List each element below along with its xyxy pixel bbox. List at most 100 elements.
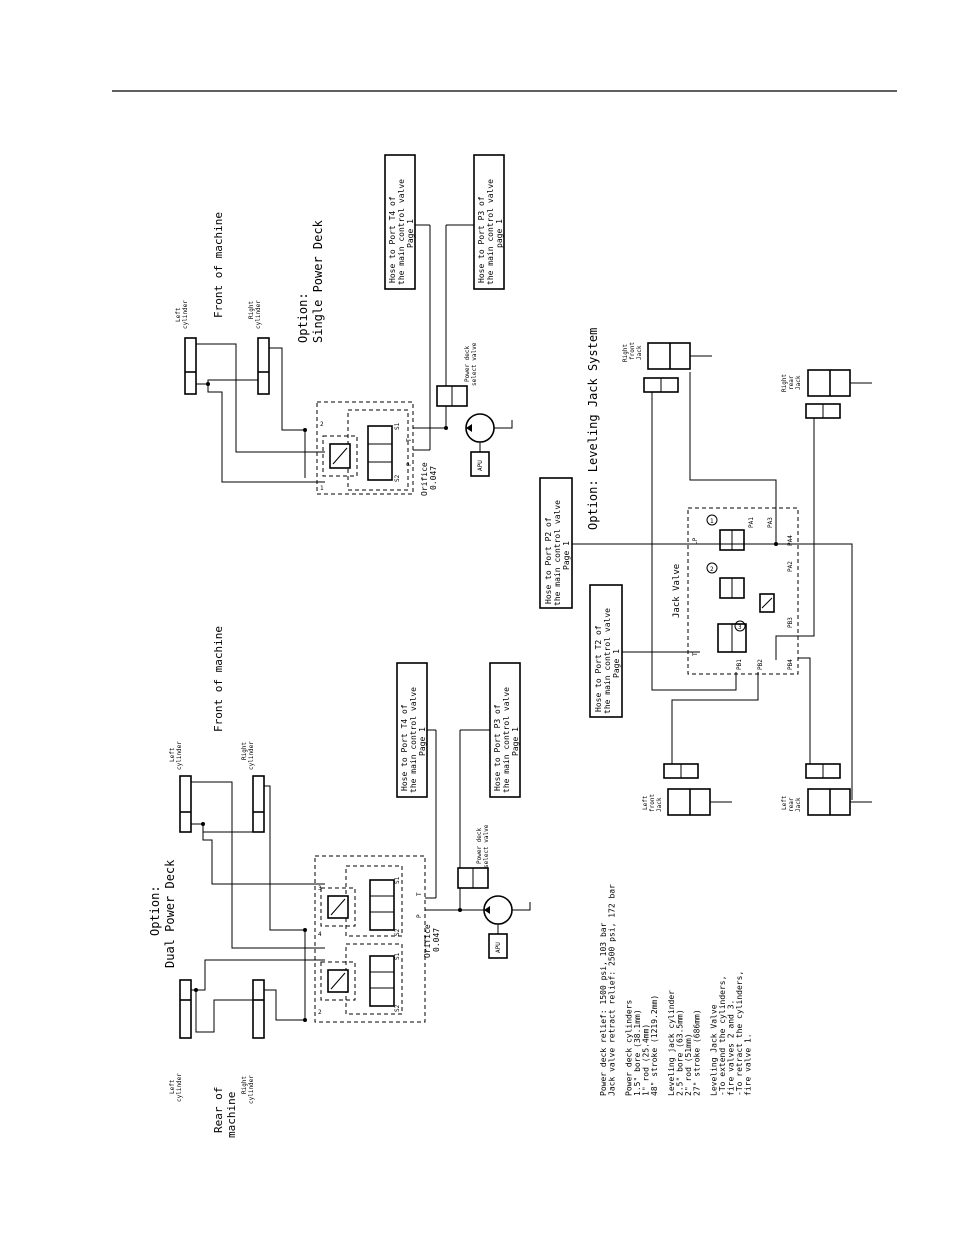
left-front-jack xyxy=(667,788,711,816)
single-port-p: P xyxy=(406,462,413,466)
right-rear-jack xyxy=(807,369,851,397)
dual-apu-label: APU xyxy=(495,942,502,953)
note-line: 1" rod (25.4mm) xyxy=(642,1024,651,1096)
note-line: -To retract the cylinders, xyxy=(735,971,744,1096)
dual-rear-left-cylinder-1: Left xyxy=(169,1079,176,1094)
dual-hose-t4-box: Hose to Port T4 of the main control valv… xyxy=(396,662,428,798)
dual-front-right-cylinder xyxy=(252,775,265,833)
left-rear-jack-1: Left xyxy=(781,795,788,810)
right-rear-jack-3: Jack xyxy=(795,375,802,390)
note-line: Leveling jack cylinder xyxy=(667,990,676,1096)
note-line: fire valves 2 and 3. xyxy=(727,1000,736,1096)
single-power-deck-circuit: Option: Single Power Deck Front of machi… xyxy=(175,212,513,496)
dual-front-right-cylinder-2: cylinder xyxy=(248,741,255,770)
dual-orifice-label2: 0.047 xyxy=(432,928,441,952)
right-rear-jack-2: rear xyxy=(788,375,795,390)
dual-rear-right-cylinder-2: cylinder xyxy=(248,1075,255,1104)
right-front-jack xyxy=(647,342,691,370)
dual-rear-right-cylinder xyxy=(252,979,265,1039)
dual-port-4: 4 xyxy=(318,931,322,938)
dual-hose-p3-line3: Page 1 xyxy=(511,727,520,756)
dual-orifice-label1: Orifice xyxy=(423,924,432,958)
dual-front-of-machine: Front of machine xyxy=(212,626,225,732)
dual-front-left-cylinder xyxy=(179,775,192,833)
leveling-jack-circuit: Option: Leveling Jack System Hose to Por… xyxy=(539,328,872,816)
jack-port-pb1: PB1 xyxy=(736,659,743,670)
single-hose-t4-box: Hose to Port T4 of the main control valv… xyxy=(384,154,416,290)
jack-port-pa1: PA1 xyxy=(748,517,755,528)
single-hose-t4-line3: Page 1 xyxy=(406,219,415,248)
single-orifice-label2: 0.047 xyxy=(429,466,438,490)
note-line: Power deck cylinders xyxy=(625,999,634,1096)
left-rear-jack-2: rear xyxy=(788,797,795,812)
note-line: 27" stroke (686mm) xyxy=(693,1009,702,1096)
dual-hose-p3-box: Hose to Port P3 of the main control valv… xyxy=(489,662,521,798)
dual-port-s1-upper: S1 xyxy=(394,876,401,884)
jack-port-t: T xyxy=(692,652,699,656)
left-rear-jack-3: Jack xyxy=(795,797,802,812)
dual-select-valve-label2: select valve xyxy=(483,824,490,868)
single-left-cylinder-label2: cylinder xyxy=(182,300,189,329)
dual-rear-right-cylinder-1: Right xyxy=(241,1076,248,1094)
dual-rear-of-machine-2: machine xyxy=(225,1092,238,1138)
hose-p2-line1: Hose to Port P2 of xyxy=(544,517,553,604)
note-line: 1.5" bore (38.1mm) xyxy=(633,1009,642,1096)
jack-port-pa2: PA2 xyxy=(787,561,794,572)
jack-port-pb4: PB4 xyxy=(787,659,794,670)
dual-hose-t4-line1: Hose to Port T4 of xyxy=(400,704,409,791)
single-select-valve-label2: select valve xyxy=(471,342,478,386)
note-line: Jack valve retract relief: 2500 psi, 172… xyxy=(608,884,617,1096)
single-right-cylinder-label1: Right xyxy=(248,301,255,319)
single-port-s1: S1 xyxy=(394,422,401,430)
jack-valve-coil-2: 2 xyxy=(710,566,714,573)
single-select-valve-label1: Power deck xyxy=(464,345,471,382)
single-hose-p3-line2: the main control valve xyxy=(486,179,495,285)
dual-rear-left-cylinder xyxy=(179,979,192,1039)
note-line: fire valve 1. xyxy=(744,1033,753,1096)
jack-valve-coil-1: 1 xyxy=(710,518,714,525)
single-front-of-machine: Front of machine xyxy=(212,212,225,318)
dual-port-2: 2 xyxy=(318,1009,322,1016)
dual-deck-title-line2: Dual Power Deck xyxy=(163,859,177,968)
note-line: Leveling Jack Valve xyxy=(710,1004,719,1096)
right-front-jack-3: Jack xyxy=(636,345,643,360)
hose-t2-box xyxy=(589,584,623,718)
right-front-jack-2: front xyxy=(629,342,636,360)
single-hose-p3-box: Hose to Port P3 of the main control valv… xyxy=(473,154,505,290)
single-port-1: 1 xyxy=(320,485,324,492)
dual-hose-p3-line1: Hose to Port P3 of xyxy=(493,704,502,791)
hose-p2-line2: the main control valve xyxy=(553,500,562,606)
left-rear-jack xyxy=(807,788,851,816)
single-deck-title-line2: Single Power Deck xyxy=(311,219,325,343)
single-apu-label: APU xyxy=(477,460,484,471)
dual-hose-t4-line3: Page 1 xyxy=(418,727,427,756)
dual-port-3: 3 xyxy=(318,885,322,892)
single-port-s2: S2 xyxy=(394,474,401,482)
dual-front-left-cylinder-2: cylinder xyxy=(176,741,183,770)
hose-t2-line3: Page 1 xyxy=(612,649,621,678)
hose-t2-line2: the main control valve xyxy=(603,608,612,714)
jack-port-pb3: PB3 xyxy=(787,617,794,628)
leveling-title: Option: Leveling Jack System xyxy=(586,328,600,530)
single-hose-p3-line3: page 1 xyxy=(495,219,504,248)
dual-port-p: P xyxy=(416,914,423,918)
single-deck-valve-block xyxy=(316,401,414,495)
single-right-cylinder xyxy=(257,337,270,395)
right-front-jack-1: Right xyxy=(622,344,629,362)
dual-deck-valve-block xyxy=(314,855,426,1023)
note-line: Power deck relief: 1500 psi, 103 bar xyxy=(599,922,608,1096)
dual-rear-left-cylinder-2: cylinder xyxy=(176,1073,183,1102)
single-hose-t4-line2: the main control valve xyxy=(397,179,406,285)
dual-hose-t4-line2: the main control valve xyxy=(409,687,418,793)
dual-power-deck-circuit: Option: Dual Power Deck Front of machine… xyxy=(148,626,531,1138)
dual-rear-of-machine-1: Rear of xyxy=(212,1087,225,1133)
jack-port-lp: LP xyxy=(692,537,699,545)
note-line: 2" rod (51mm) xyxy=(684,1033,693,1096)
single-hose-t4-line1: Hose to Port T4 of xyxy=(388,196,397,283)
dual-port-s2-upper: S2 xyxy=(394,928,401,936)
single-port-t: T xyxy=(406,438,413,442)
left-front-jack-3: Jack xyxy=(656,797,663,812)
single-right-cylinder-label2: cylinder xyxy=(255,300,262,329)
dual-port-s1-lower: S1 xyxy=(394,952,401,960)
